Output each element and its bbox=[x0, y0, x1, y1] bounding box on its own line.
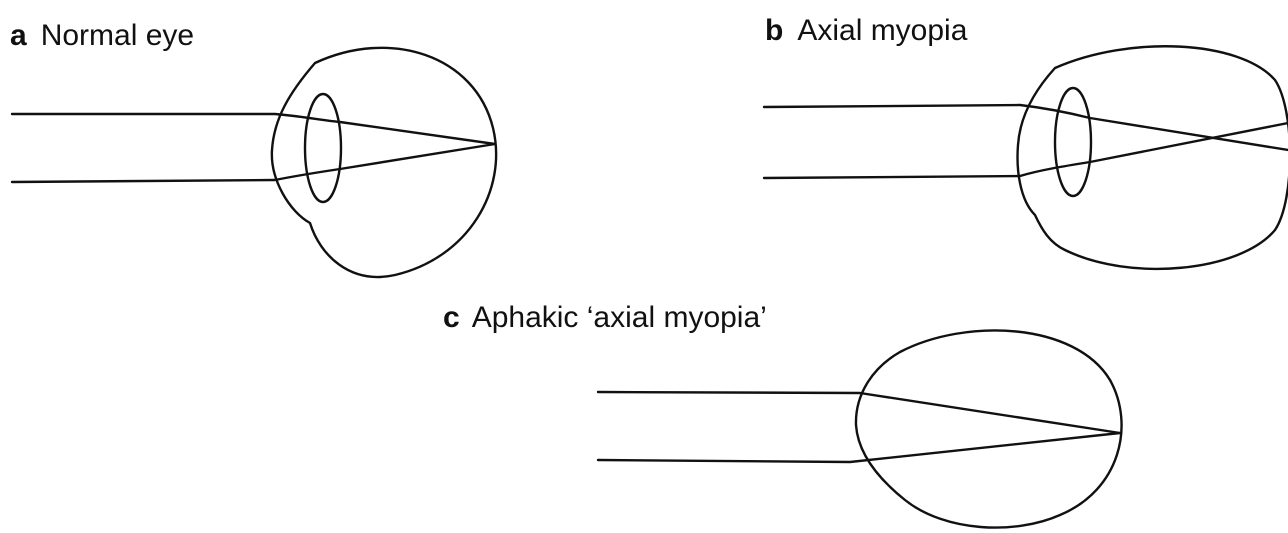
panel-b-ray-lower bbox=[764, 123, 1288, 178]
panel-a-title: Normal eye bbox=[41, 19, 194, 52]
panel-a-ray-upper bbox=[12, 114, 495, 144]
panel-a-ray-lower bbox=[12, 144, 495, 182]
panel-c-eyeball bbox=[856, 330, 1122, 527]
panel-c-title: Aphakic ‘axial myopia’ bbox=[472, 301, 767, 334]
panel-a-lens bbox=[305, 94, 341, 202]
panel-c: c Aphakic ‘axial myopia’ bbox=[443, 301, 1122, 528]
panel-a-label: a Normal eye bbox=[10, 19, 194, 52]
panel-a-letter: a bbox=[10, 19, 27, 52]
panel-b: b Axial myopia bbox=[764, 14, 1288, 269]
panel-c-letter: c bbox=[443, 301, 460, 334]
panel-b-label: b Axial myopia bbox=[765, 14, 968, 47]
panel-a: a Normal eye bbox=[10, 19, 496, 277]
panel-b-title: Axial myopia bbox=[797, 14, 967, 47]
panel-b-eyeball bbox=[1018, 46, 1288, 269]
panel-b-lens bbox=[1055, 88, 1091, 196]
panel-b-letter: b bbox=[765, 14, 783, 47]
panel-c-label: c Aphakic ‘axial myopia’ bbox=[443, 301, 767, 334]
